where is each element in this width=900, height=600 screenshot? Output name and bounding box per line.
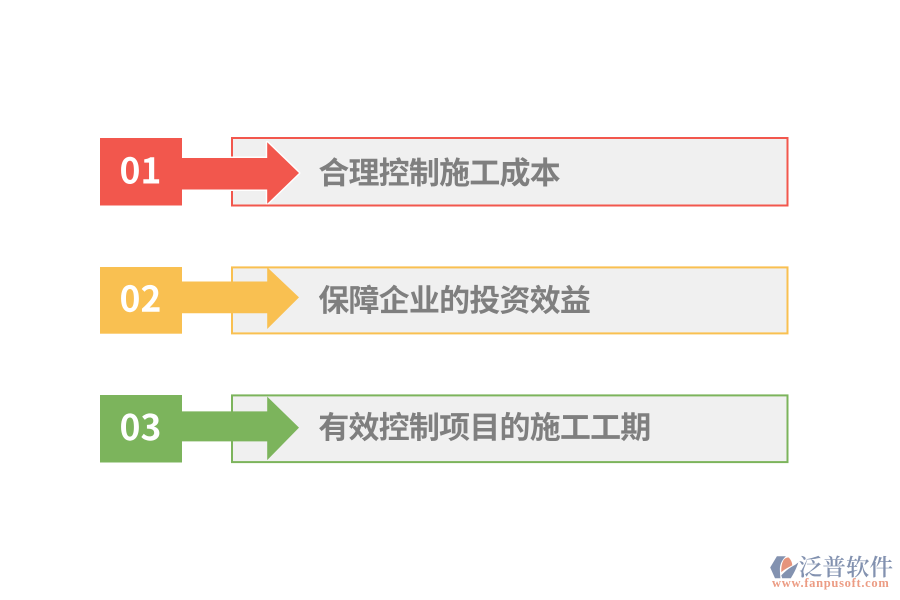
svg-text:www.fanpusoft.com: www.fanpusoft.com xyxy=(772,576,889,590)
